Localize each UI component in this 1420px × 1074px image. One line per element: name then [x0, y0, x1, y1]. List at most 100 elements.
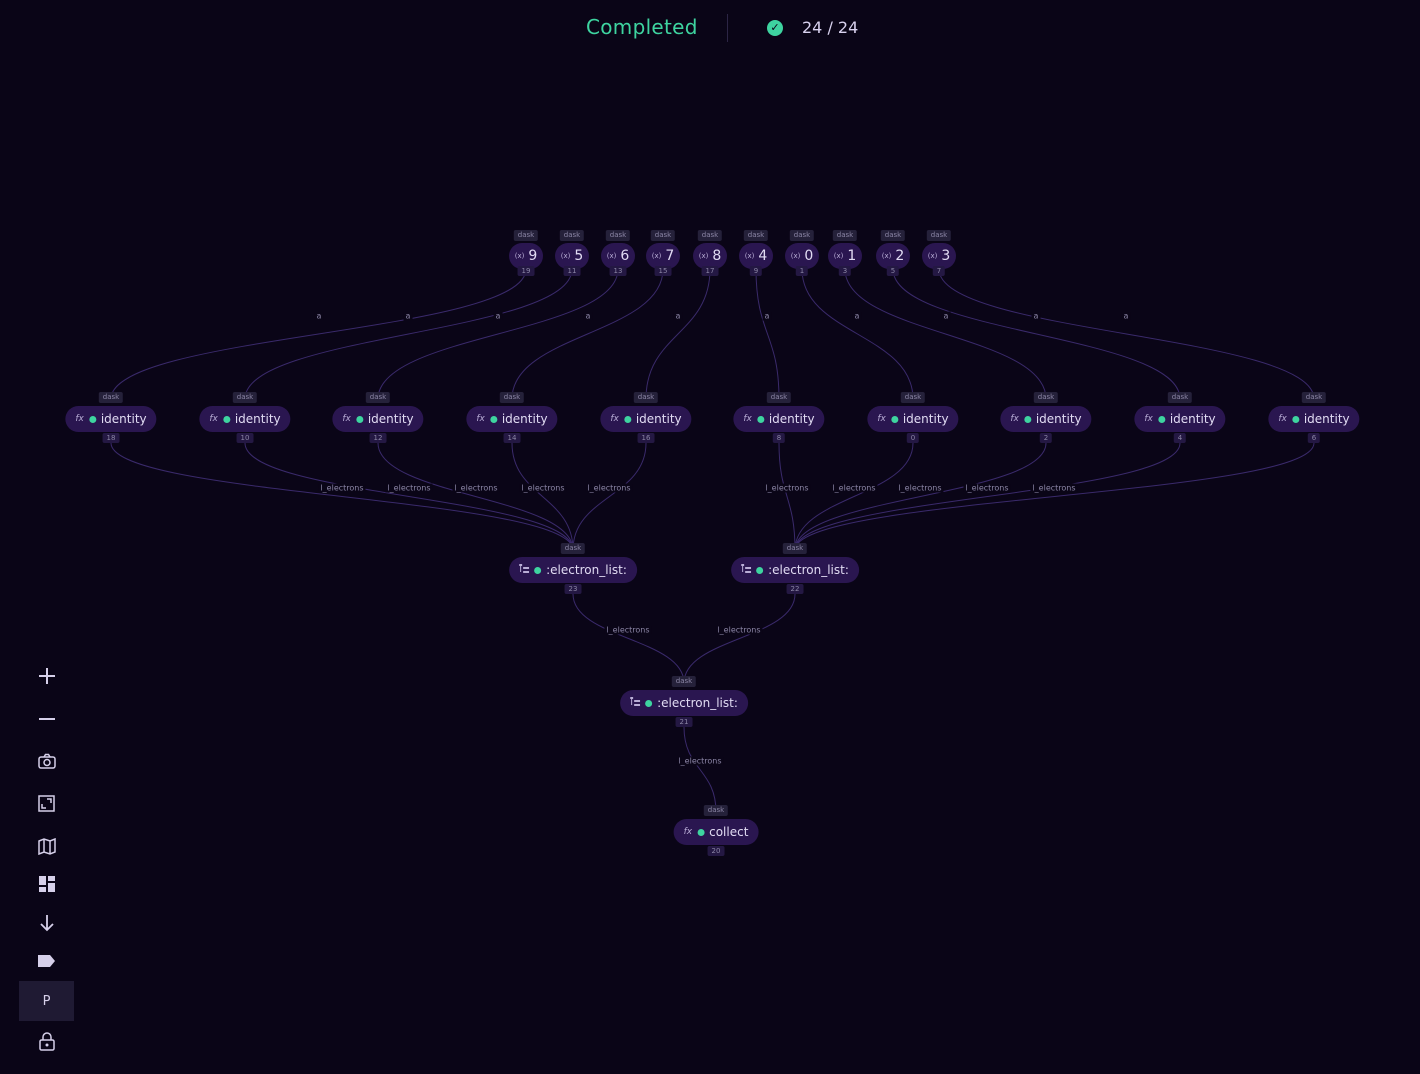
- parameter-icon: (x): [881, 252, 892, 260]
- completed-status-dot: [1291, 415, 1299, 423]
- edge-label-l-electrons: l_electrons: [715, 625, 763, 635]
- executor-tag: dask: [789, 230, 815, 241]
- parameter-node[interactable]: (x)2: [876, 243, 910, 269]
- zoom-in-button[interactable]: [19, 656, 74, 696]
- parameter-node[interactable]: (x)9: [509, 243, 543, 269]
- screenshot-button[interactable]: [19, 741, 74, 781]
- parameter-node[interactable]: (x)4: [739, 243, 773, 269]
- edge-label-l-electrons: l_electrons: [763, 483, 811, 493]
- parameter-value: 3: [941, 248, 951, 264]
- node-id-tag: 22: [786, 584, 804, 594]
- plus-icon: [38, 667, 56, 685]
- completed-status-dot: [623, 415, 631, 423]
- zoom-out-button[interactable]: [19, 699, 74, 739]
- edge-label-a: a: [673, 311, 683, 321]
- edge-list-to-list: [683, 593, 796, 684]
- parameter-node[interactable]: (x)5: [555, 243, 589, 269]
- labels-button[interactable]: [19, 941, 74, 981]
- parameter-icon: (x): [833, 252, 844, 260]
- function-node-identity[interactable]: fx identity: [1134, 406, 1226, 432]
- executor-tag: dask: [650, 230, 676, 241]
- edge-label-a: a: [493, 311, 503, 321]
- camera-icon: [37, 753, 56, 769]
- list-icon: [630, 697, 641, 709]
- parameter-value: 9: [528, 248, 538, 264]
- parameter-node[interactable]: (x)6: [601, 243, 635, 269]
- parameter-node[interactable]: (x)8: [693, 243, 727, 269]
- executor-tag: dask: [499, 392, 525, 403]
- edge-function-to-list: [778, 442, 796, 551]
- edge-function-to-list: [244, 442, 574, 551]
- node-id-tag: 15: [654, 266, 672, 276]
- parameters-button[interactable]: P: [19, 981, 74, 1021]
- function-node-identity[interactable]: fx identity: [600, 406, 692, 432]
- layout-button[interactable]: [19, 864, 74, 904]
- function-icon: fx: [610, 414, 619, 424]
- node-label: identity: [1169, 412, 1216, 426]
- parameter-value: 1: [847, 248, 857, 264]
- electron-list-node[interactable]: :electron_list:: [620, 690, 748, 716]
- function-icon: fx: [209, 414, 218, 424]
- parameter-node[interactable]: (x)1: [828, 243, 862, 269]
- list-icon: [519, 564, 530, 576]
- node-id-tag: 23: [564, 584, 582, 594]
- node-id-tag: 4: [1173, 433, 1187, 443]
- edge-label-l-electrons: l_electrons: [830, 483, 878, 493]
- executor-tag: dask: [365, 392, 391, 403]
- electron-list-node[interactable]: :electron_list:: [731, 557, 859, 583]
- parameter-node[interactable]: (x)7: [646, 243, 680, 269]
- edge-label-l-electrons: l_electrons: [963, 483, 1011, 493]
- parameter-node[interactable]: (x)3: [922, 243, 956, 269]
- node-id-tag: 8: [772, 433, 786, 443]
- node-id-tag: 13: [609, 266, 627, 276]
- edge-label-a: a: [1031, 311, 1041, 321]
- executor-tag: dask: [703, 805, 729, 816]
- lock-button[interactable]: [19, 1021, 74, 1061]
- function-icon: fx: [1010, 414, 1019, 424]
- function-icon: fx: [683, 827, 693, 837]
- node-label: :electron_list:: [546, 563, 627, 577]
- node-label: identity: [1303, 412, 1350, 426]
- executor-tag: dask: [880, 230, 906, 241]
- edge-function-to-list: [794, 442, 1181, 551]
- executor-tag: dask: [1301, 392, 1327, 403]
- edge-label-a: a: [852, 311, 862, 321]
- completed-status-dot: [756, 566, 764, 574]
- edge-label-a: a: [1121, 311, 1131, 321]
- node-label: identity: [635, 412, 682, 426]
- parameter-value: 7: [665, 248, 675, 264]
- p-icon: P: [42, 993, 51, 1009]
- function-icon: fx: [877, 414, 886, 424]
- completed-status-dot: [355, 415, 363, 423]
- fit-view-button[interactable]: [19, 783, 74, 823]
- electron-list-node[interactable]: :electron_list:: [509, 557, 637, 583]
- completed-status-dot: [489, 415, 497, 423]
- node-id-tag: 0: [906, 433, 920, 443]
- edge-label-l-electrons: l_electrons: [452, 483, 500, 493]
- edge-label-l-electrons: l_electrons: [385, 483, 433, 493]
- minimap-button[interactable]: [19, 826, 74, 866]
- parameter-icon: (x): [606, 252, 617, 260]
- completed-status-dot: [756, 415, 764, 423]
- parameter-node[interactable]: (x)0: [785, 243, 819, 269]
- executor-tag: dask: [560, 543, 586, 554]
- function-icon: fx: [75, 414, 84, 424]
- executor-tag: dask: [559, 230, 585, 241]
- parameter-value: 5: [574, 248, 584, 264]
- node-id-tag: 3: [838, 266, 852, 276]
- executor-tag: dask: [605, 230, 631, 241]
- function-icon: fx: [342, 414, 351, 424]
- function-icon: fx: [1144, 414, 1153, 424]
- direction-button[interactable]: [19, 903, 74, 943]
- node-id-tag: 19: [517, 266, 535, 276]
